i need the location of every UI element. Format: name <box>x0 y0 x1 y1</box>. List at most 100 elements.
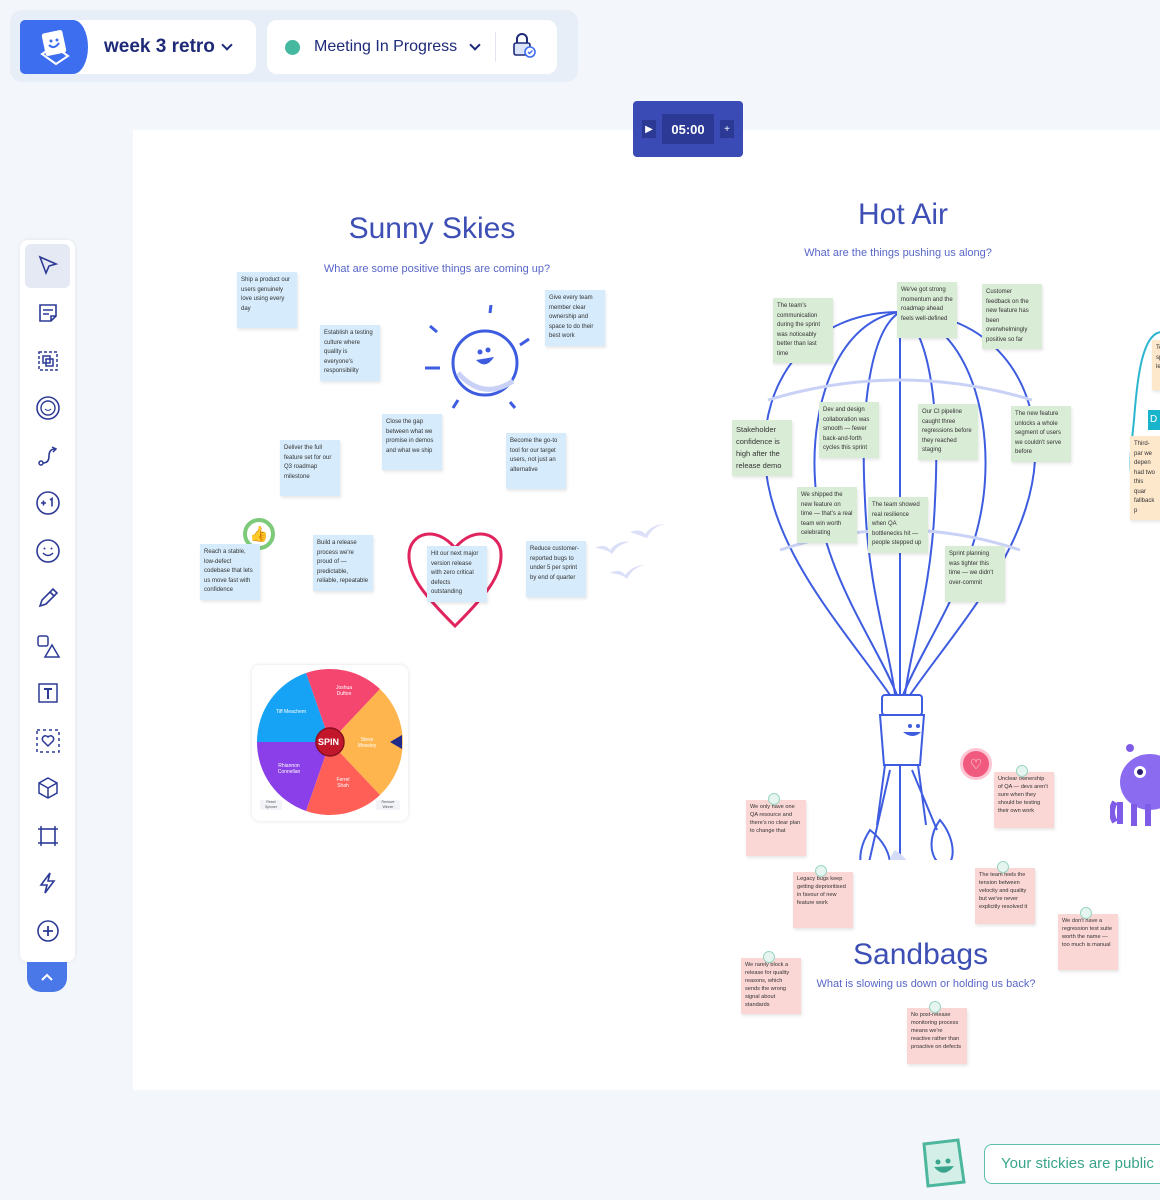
cursor-icon <box>38 255 58 276</box>
sticky-note[interactable]: Customer feedback on the new feature has… <box>982 284 1042 349</box>
note-text: We rarely block a release for quality re… <box>745 962 790 1008</box>
add-tool[interactable] <box>25 909 70 953</box>
actions-tool[interactable] <box>25 861 70 905</box>
sticky-note[interactable]: We've got strong momentum and the roadma… <box>897 282 957 338</box>
sticky-note[interactable]: Third-par we depen had two this quar fal… <box>1130 436 1160 520</box>
group-tool[interactable] <box>25 339 70 383</box>
frame-tool[interactable] <box>25 814 70 858</box>
pin-icon <box>997 861 1009 873</box>
section-subtitle-hot-air: What are the things pushing us along? <box>804 247 992 259</box>
text-icon <box>37 683 58 703</box>
sticky-note[interactable]: Stakeholder confidence is high after the… <box>732 420 792 476</box>
section-title-sunny-skies: Sunny Skies <box>348 212 516 245</box>
section-title-hot-air: Hot Air <box>857 198 949 231</box>
sticky-note[interactable]: Build a release process we're proud of —… <box>313 535 373 591</box>
sticky-note[interactable]: We rarely block a release for quality re… <box>741 951 801 1014</box>
templates-tool[interactable] <box>25 766 70 810</box>
sun-illustration <box>425 305 530 409</box>
broken-heart-stamp-icon: ♡ <box>960 748 992 780</box>
meeting-status-menu[interactable]: Meeting In Progress <box>267 20 557 74</box>
spinner-name: Steve Moseley <box>357 737 377 749</box>
sticky-note-tool[interactable] <box>25 291 70 335</box>
sticky-note[interactable]: Establish a testing culture where qualit… <box>320 325 380 381</box>
board-menu[interactable]: week 3 retro <box>20 20 256 74</box>
reaction-tool[interactable] <box>25 529 70 573</box>
pen-icon <box>38 587 58 608</box>
shapes-tool[interactable] <box>25 624 70 668</box>
sticky-note[interactable]: Deliver the full feature set for our Q3 … <box>280 440 340 496</box>
public-stickies-banner[interactable]: Your stickies are public <box>984 1144 1160 1184</box>
chevron-down-icon <box>221 38 233 51</box>
collapse-toolbar-button[interactable] <box>27 962 67 992</box>
timer: ▶ 05:00 + <box>633 101 743 157</box>
section-subtitle-sunny-skies: What are some positive things are coming… <box>323 263 551 275</box>
sticky-note[interactable]: We shipped the new feature on time — tha… <box>797 487 857 543</box>
sticky-note[interactable]: Dev and design collaboration was smooth … <box>819 402 879 458</box>
offscreen-button[interactable]: D <box>1148 410 1160 430</box>
frame-select-tool[interactable] <box>25 719 70 763</box>
section-subtitle-sandbags: What is slowing us down or holding us ba… <box>816 978 1036 990</box>
sticky-note[interactable]: Our CI pipeline caught three regressions… <box>918 404 978 460</box>
sticky-note[interactable]: The team's communication during the spri… <box>773 298 833 363</box>
sticky-note[interactable]: No post-release monitoring process means… <box>907 1001 967 1064</box>
privacy-lock-icon[interactable] <box>508 31 538 64</box>
sticky-note[interactable]: The team feels the tension between veloc… <box>975 861 1035 924</box>
plus-one-tool[interactable] <box>25 481 70 525</box>
chevron-up-icon <box>41 973 53 981</box>
note-text: The team feels the tension between veloc… <box>979 872 1028 910</box>
sticky-note[interactable]: Become the go-to tool for our target use… <box>506 433 566 489</box>
sticky-note[interactable]: Unclear ownership of QA — devs aren't su… <box>994 765 1054 828</box>
smiley-icon <box>35 539 60 563</box>
plus-circle-icon <box>36 920 59 942</box>
pin-icon <box>929 1001 941 1013</box>
tool-palette <box>20 240 75 962</box>
name-spinner-widget[interactable]: SPIN Joshua Dufton Steve Moseley Ferrel … <box>252 665 408 821</box>
divider <box>495 32 497 62</box>
cube-icon <box>37 777 58 799</box>
app-logo-icon <box>20 20 88 74</box>
text-tool[interactable] <box>25 671 70 715</box>
emoji-stamp-tool[interactable] <box>25 386 70 430</box>
spinner-name: Tiff Meachem <box>276 709 307 715</box>
spinner-name: Ferrel Shah <box>336 777 350 789</box>
chevron-down-icon <box>469 38 481 51</box>
sticky-note[interactable]: Legacy bugs keep getting deprioritised i… <box>793 865 853 928</box>
sticky-note[interactable]: The new feature unlocks a whole segment … <box>1011 406 1071 462</box>
timer-display[interactable]: 05:00 <box>662 114 714 144</box>
meeting-status: Meeting In Progress <box>314 38 458 55</box>
frame-icon <box>37 826 58 846</box>
connector-tool[interactable] <box>25 434 70 478</box>
spinner-wheel[interactable] <box>252 665 408 821</box>
sticky-note[interactable]: Sprint planning was tighter this time — … <box>945 546 1005 602</box>
monster-mascot-illustration <box>1110 744 1160 826</box>
sticky-note[interactable]: Give every team member clear ownership a… <box>545 290 605 346</box>
note-text: We only have one QA resource and there's… <box>750 804 801 834</box>
status-dot-icon <box>285 39 300 55</box>
sticky-note[interactable]: Ship a product our users genuinely love … <box>237 272 297 328</box>
select-tool[interactable] <box>25 244 70 288</box>
sticky-note[interactable]: We only have one QA resource and there's… <box>746 793 806 856</box>
sticky-note[interactable]: Hit our next major version release with … <box>427 546 487 602</box>
sticky-note[interactable]: Te sp d le c <box>1152 340 1160 390</box>
emoji-stamp-icon <box>35 396 60 420</box>
sticky-note[interactable]: Reach a stable, low-defect codebase that… <box>200 544 260 600</box>
sticky-note[interactable]: Reduce customer-reported bugs to under 5… <box>526 541 586 597</box>
birds-illustration <box>595 524 665 579</box>
note-text: We don't have a regression test suite wo… <box>1062 918 1113 948</box>
board-name: week 3 retro <box>104 36 215 57</box>
spinner-name: Rhiannon Connellan <box>277 763 301 775</box>
reset-spinner-button[interactable]: Reset Spinner <box>260 800 282 810</box>
note-text: Legacy bugs keep getting deprioritised i… <box>797 876 846 906</box>
pen-tool[interactable] <box>25 576 70 620</box>
add-time-button[interactable]: + <box>720 120 734 138</box>
sticky-note[interactable]: We don't have a regression test suite wo… <box>1058 907 1118 970</box>
section-title-sandbags: Sandbags <box>853 938 989 971</box>
sticky-note[interactable]: Close the gap between what we promise in… <box>382 414 442 470</box>
pin-icon <box>763 951 775 963</box>
stickies-mascot-icon <box>922 1138 966 1188</box>
sticky-note[interactable]: The team showed real resilience when QA … <box>868 497 928 553</box>
remove-winner-button[interactable]: Remove Winner <box>376 800 400 810</box>
pin-icon <box>1016 765 1028 777</box>
play-icon[interactable]: ▶ <box>642 120 656 138</box>
spin-button[interactable]: SPIN <box>318 737 340 747</box>
